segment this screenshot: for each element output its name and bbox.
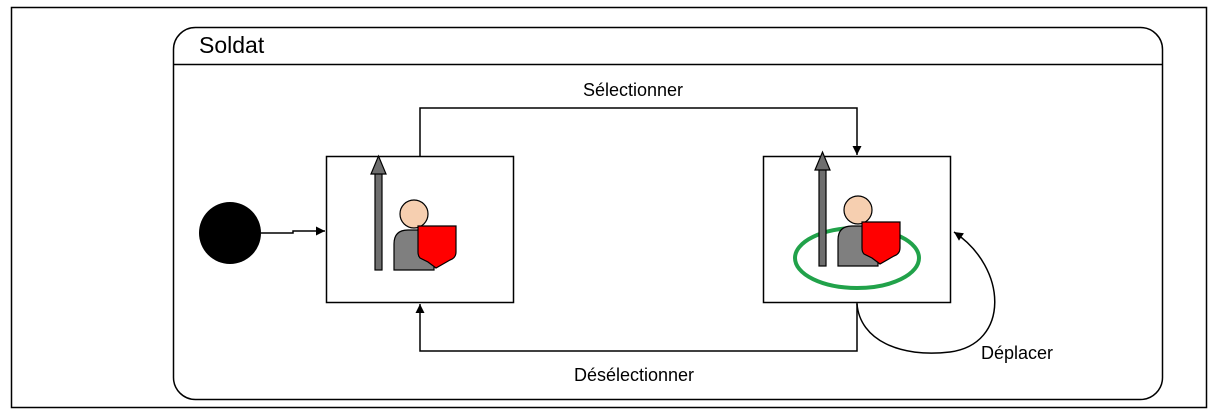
select-transition-arrow [419,107,862,156]
move-self-transition-arrow [856,231,996,354]
diagram-frame [10,6,1208,409]
composite-state-title: Soldat [199,32,265,58]
select-transition-label: Sélectionner [583,80,683,100]
deselect-transition-label: Désélectionner [574,365,694,385]
move-transition-label: Déplacer [981,343,1053,363]
composite-state-soldat [172,26,1164,401]
initial-transition-arrow [261,226,325,236]
deselect-transition-arrow [415,303,858,352]
initial-node [199,202,261,264]
